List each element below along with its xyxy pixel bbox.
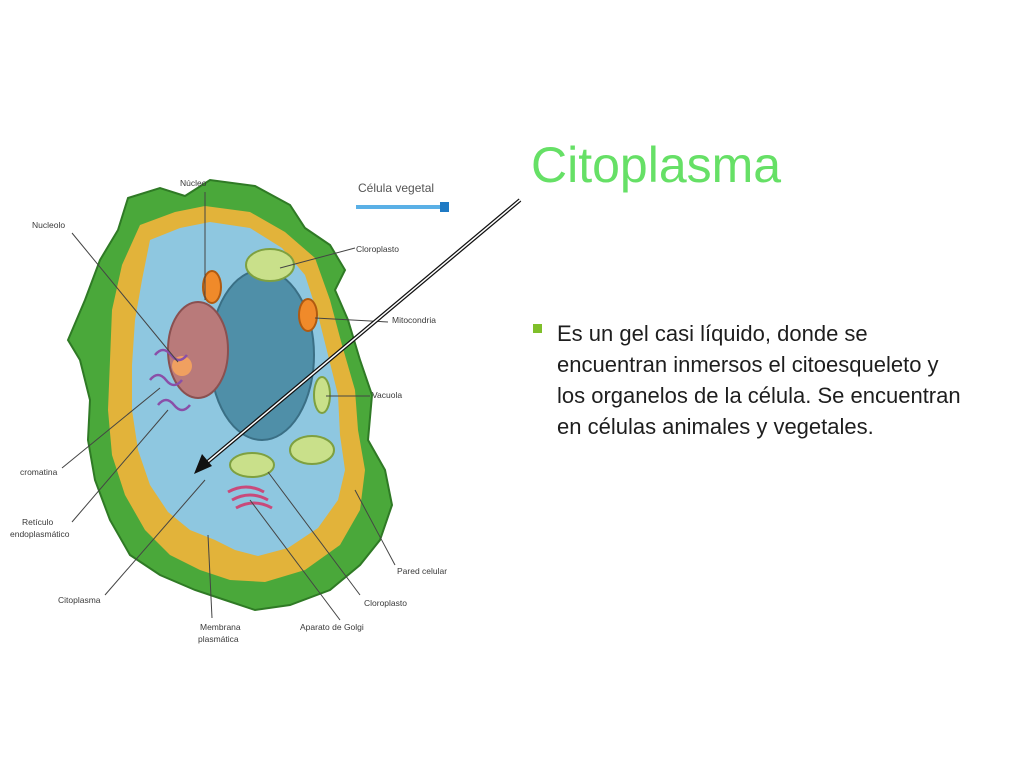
bullet-square-icon <box>533 324 542 333</box>
mitochondrion <box>298 298 318 332</box>
bullet-item: Es un gel casi líquido, donde se encuent… <box>533 318 963 442</box>
chloroplast <box>245 248 295 282</box>
label-pared-celular: Pared celular <box>397 566 447 576</box>
label-mitocondria: Mitocondria <box>392 315 436 325</box>
label-cromatina: cromatina <box>20 467 58 477</box>
endoplasmic-reticulum <box>149 348 191 412</box>
slide-title: Citoplasma <box>531 137 782 193</box>
chloroplast <box>289 435 335 465</box>
mitochondrion <box>202 270 222 304</box>
bullet-list: Es un gel casi líquido, donde se encuent… <box>533 318 963 442</box>
label-vacuola: Vacuola <box>372 390 402 400</box>
label-cloroplasto-top: Cloroplasto <box>356 244 399 254</box>
label-cloroplasto-bottom: Cloroplasto <box>364 598 407 608</box>
legend-title: Célula vegetal <box>358 181 434 195</box>
label-golgi: Aparato de Golgi <box>300 622 364 632</box>
golgi-apparatus <box>227 485 273 510</box>
label-nucleo: Núcleo <box>180 178 207 188</box>
label-membrana-2: plasmática <box>198 634 239 644</box>
label-citoplasma: Citoplasma <box>58 595 101 605</box>
label-nucleolo: Nucleolo <box>32 220 65 230</box>
chloroplast <box>229 452 275 478</box>
legend-bar <box>356 205 440 209</box>
bullet-text: Es un gel casi líquido, donde se encuent… <box>557 321 961 439</box>
label-reticulo-2: endoplasmático <box>10 529 70 539</box>
pointer-arrow <box>194 198 522 474</box>
label-membrana-1: Membrana <box>200 622 241 632</box>
legend-bar-end <box>440 202 449 212</box>
chloroplast <box>313 376 331 414</box>
label-reticulo-1: Retículo <box>22 517 53 527</box>
